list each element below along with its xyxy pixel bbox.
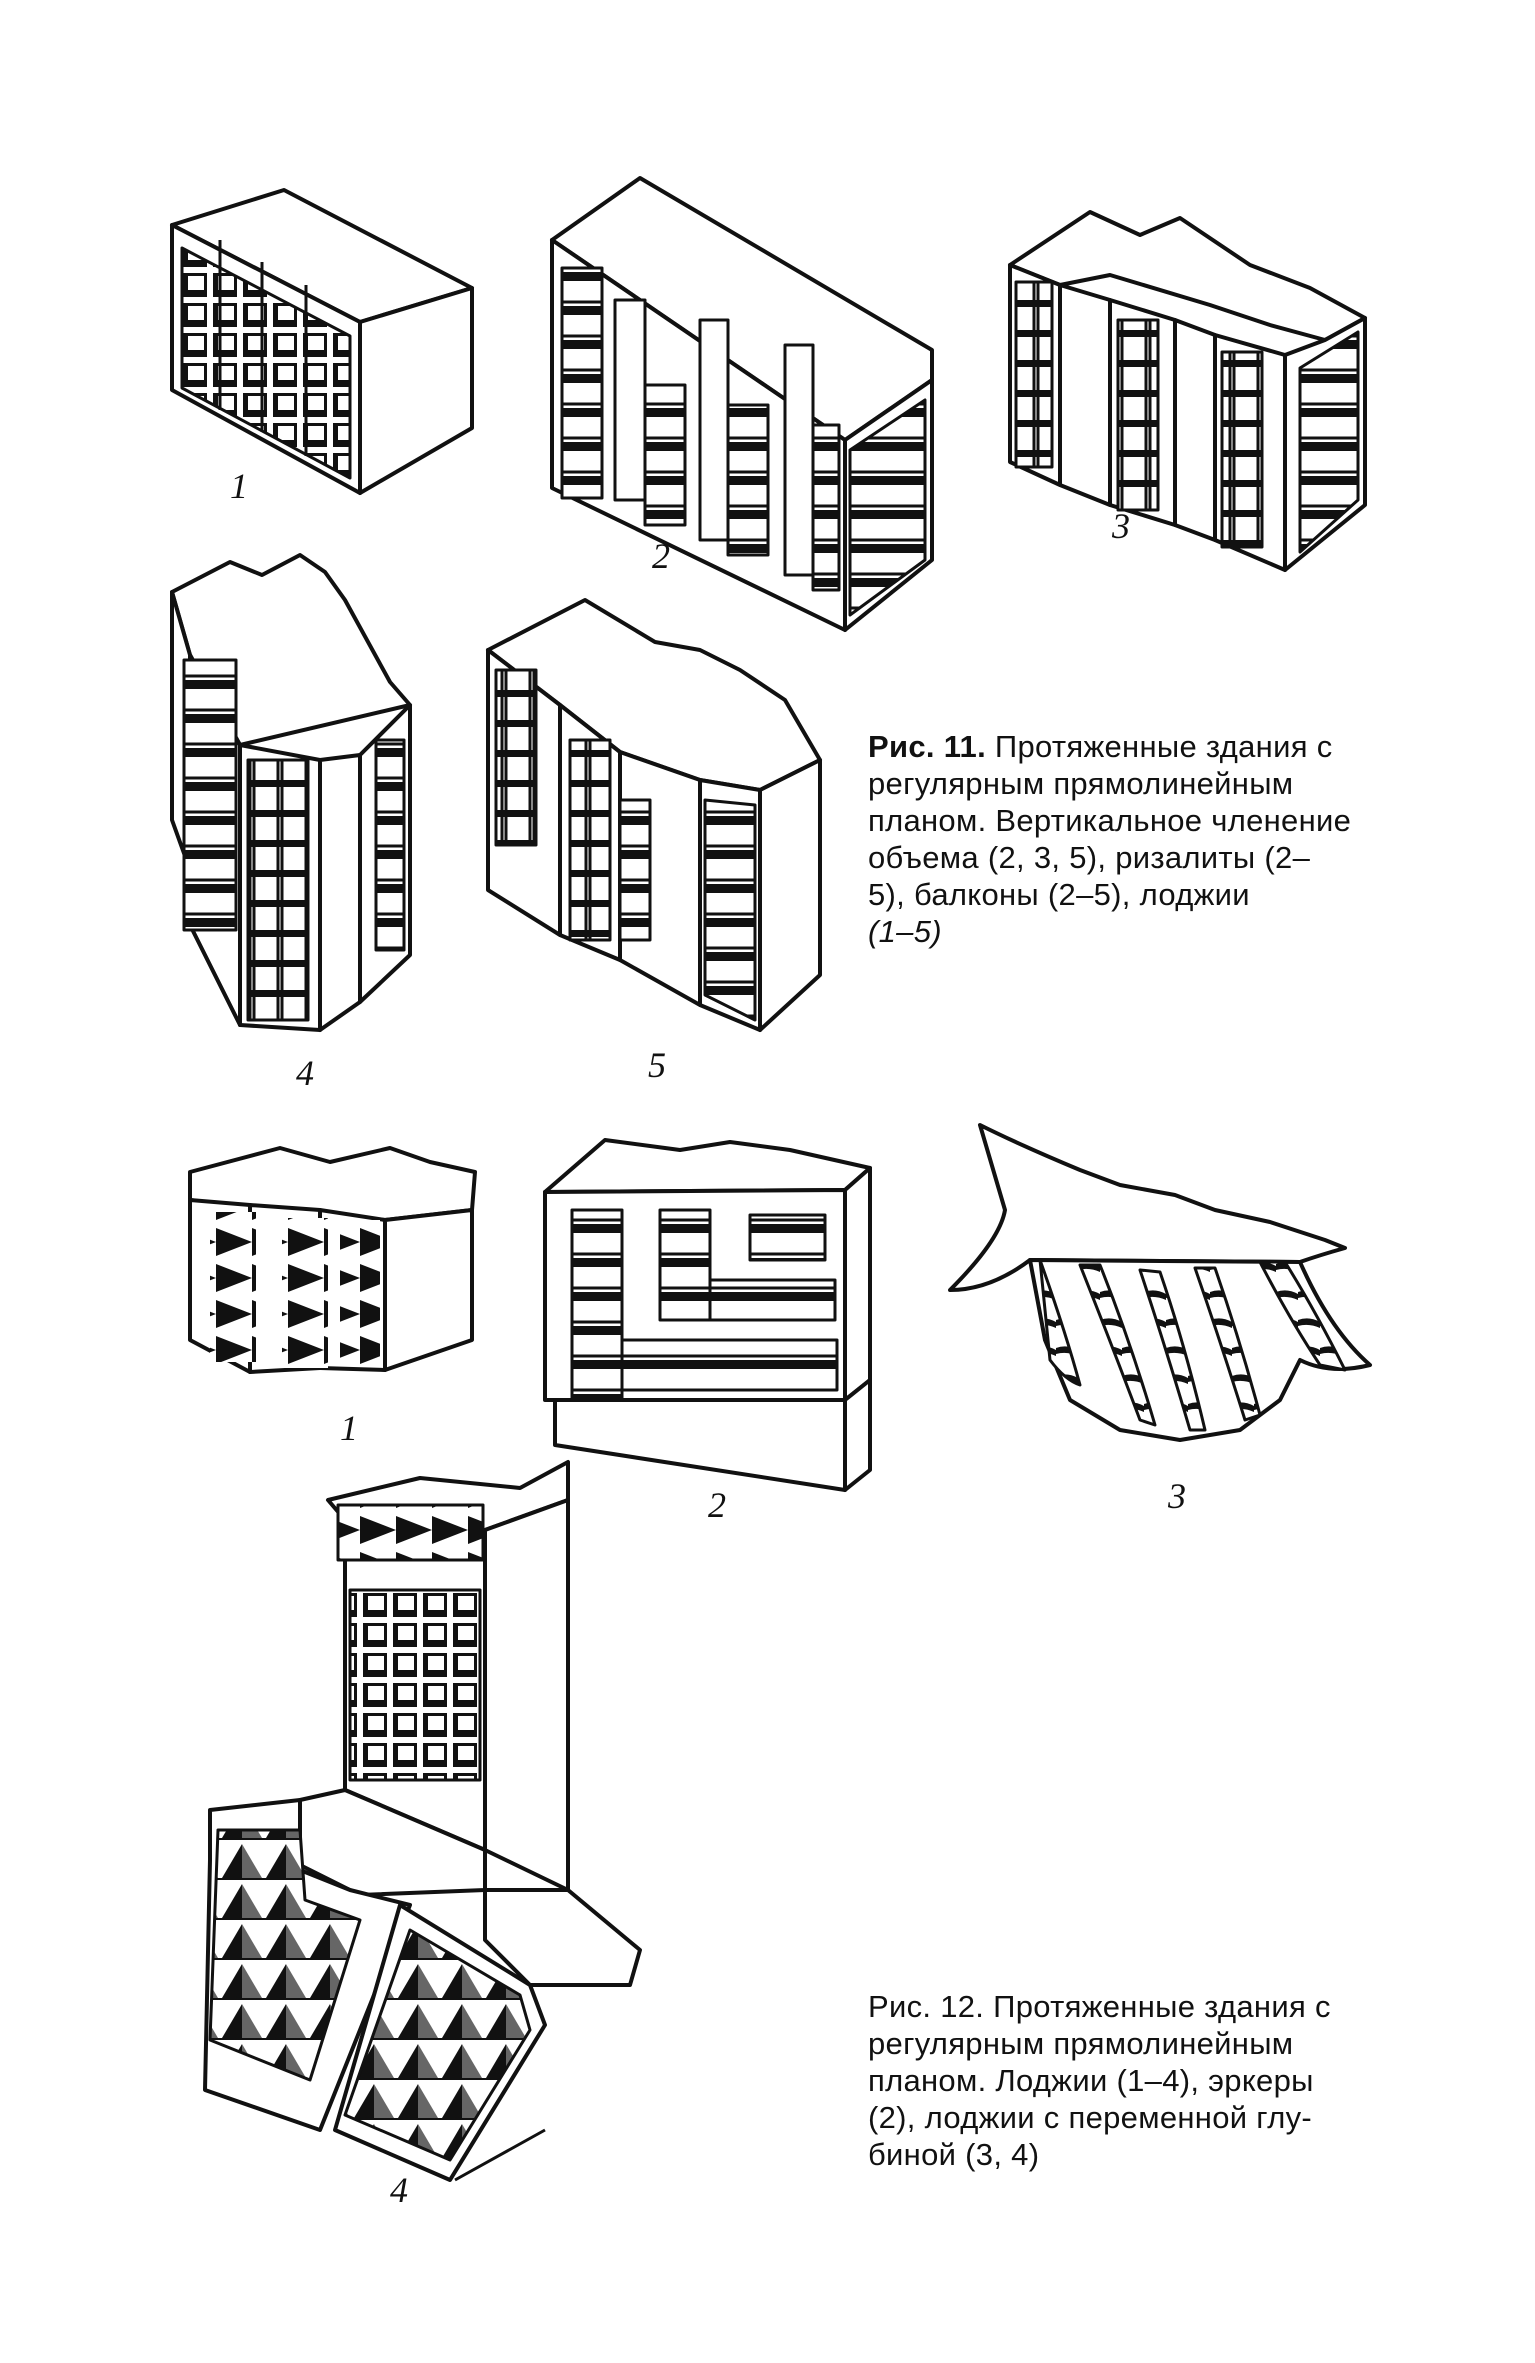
fig11-caption-line-3: планом. Вертикальное членение [868,803,1352,838]
fig12-caption-line-2: регулярным прямолинейным [868,2026,1294,2061]
fig11-caption-line-4: объема (2, 3, 5), ризалиты (2– [868,840,1311,875]
fig12-panel-number-4: 4 [390,2170,408,2210]
fig11-building-5 [486,598,822,1032]
fig11-caption-line-5: 5), балконы (2–5), лоджии [868,877,1250,912]
fig12-panel-number-1: 1 [340,1408,358,1448]
fig11-caption-line-2: регулярным прямолинейным [868,766,1294,801]
fig12-building-4 [203,1460,642,2182]
fig12-panel-number-3: 3 [1168,1476,1186,1516]
fig11-building-1 [170,188,474,495]
fig11-caption: Рис. 11. Протяженные здания с регулярным… [868,728,1388,950]
fig11-caption-label: Рис. 11. [868,729,986,764]
fig12-caption: Рис. 12. Протяженные здания с регулярным… [868,1988,1388,2173]
fig12-building-1 [188,1146,477,1374]
fig12-caption-label: Рис. 12. [868,1989,985,2024]
fig11-building-4 [170,553,412,1032]
fig11-panel-number-2: 2 [652,536,670,576]
fig11-panel-number-1: 1 [230,466,248,506]
fig12-caption-text-1: Протяженные здания с [993,1989,1331,2024]
fig11-caption-line-6: (1–5) [868,914,942,949]
fig12-caption-line-4: (2), лоджии с переменной глу- [868,2100,1313,2135]
fig11-panel-number-3: 3 [1112,506,1130,546]
fig12-building-3 [948,1123,1372,1442]
fig11-caption-text-1: Протяженные здания с [994,729,1333,764]
fig12-caption-line-1: Рис. 12. Протяженные здания с [868,1988,1388,2025]
fig12-caption-line-5: биной (3, 4) [868,2137,1040,2172]
fig12-panel-number-2: 2 [708,1485,726,1525]
fig11-building-2 [550,176,934,632]
fig11-panel-number-4: 4 [296,1053,314,1093]
fig11-panel-number-5: 5 [648,1045,666,1085]
fig11-building-3 [1008,210,1367,572]
fig12-caption-line-3: планом. Лоджии (1–4), эркеры [868,2063,1314,2098]
fig12-building-2 [543,1138,872,1492]
fig11-caption-line-1: Рис. 11. Протяженные здания с [868,728,1388,765]
